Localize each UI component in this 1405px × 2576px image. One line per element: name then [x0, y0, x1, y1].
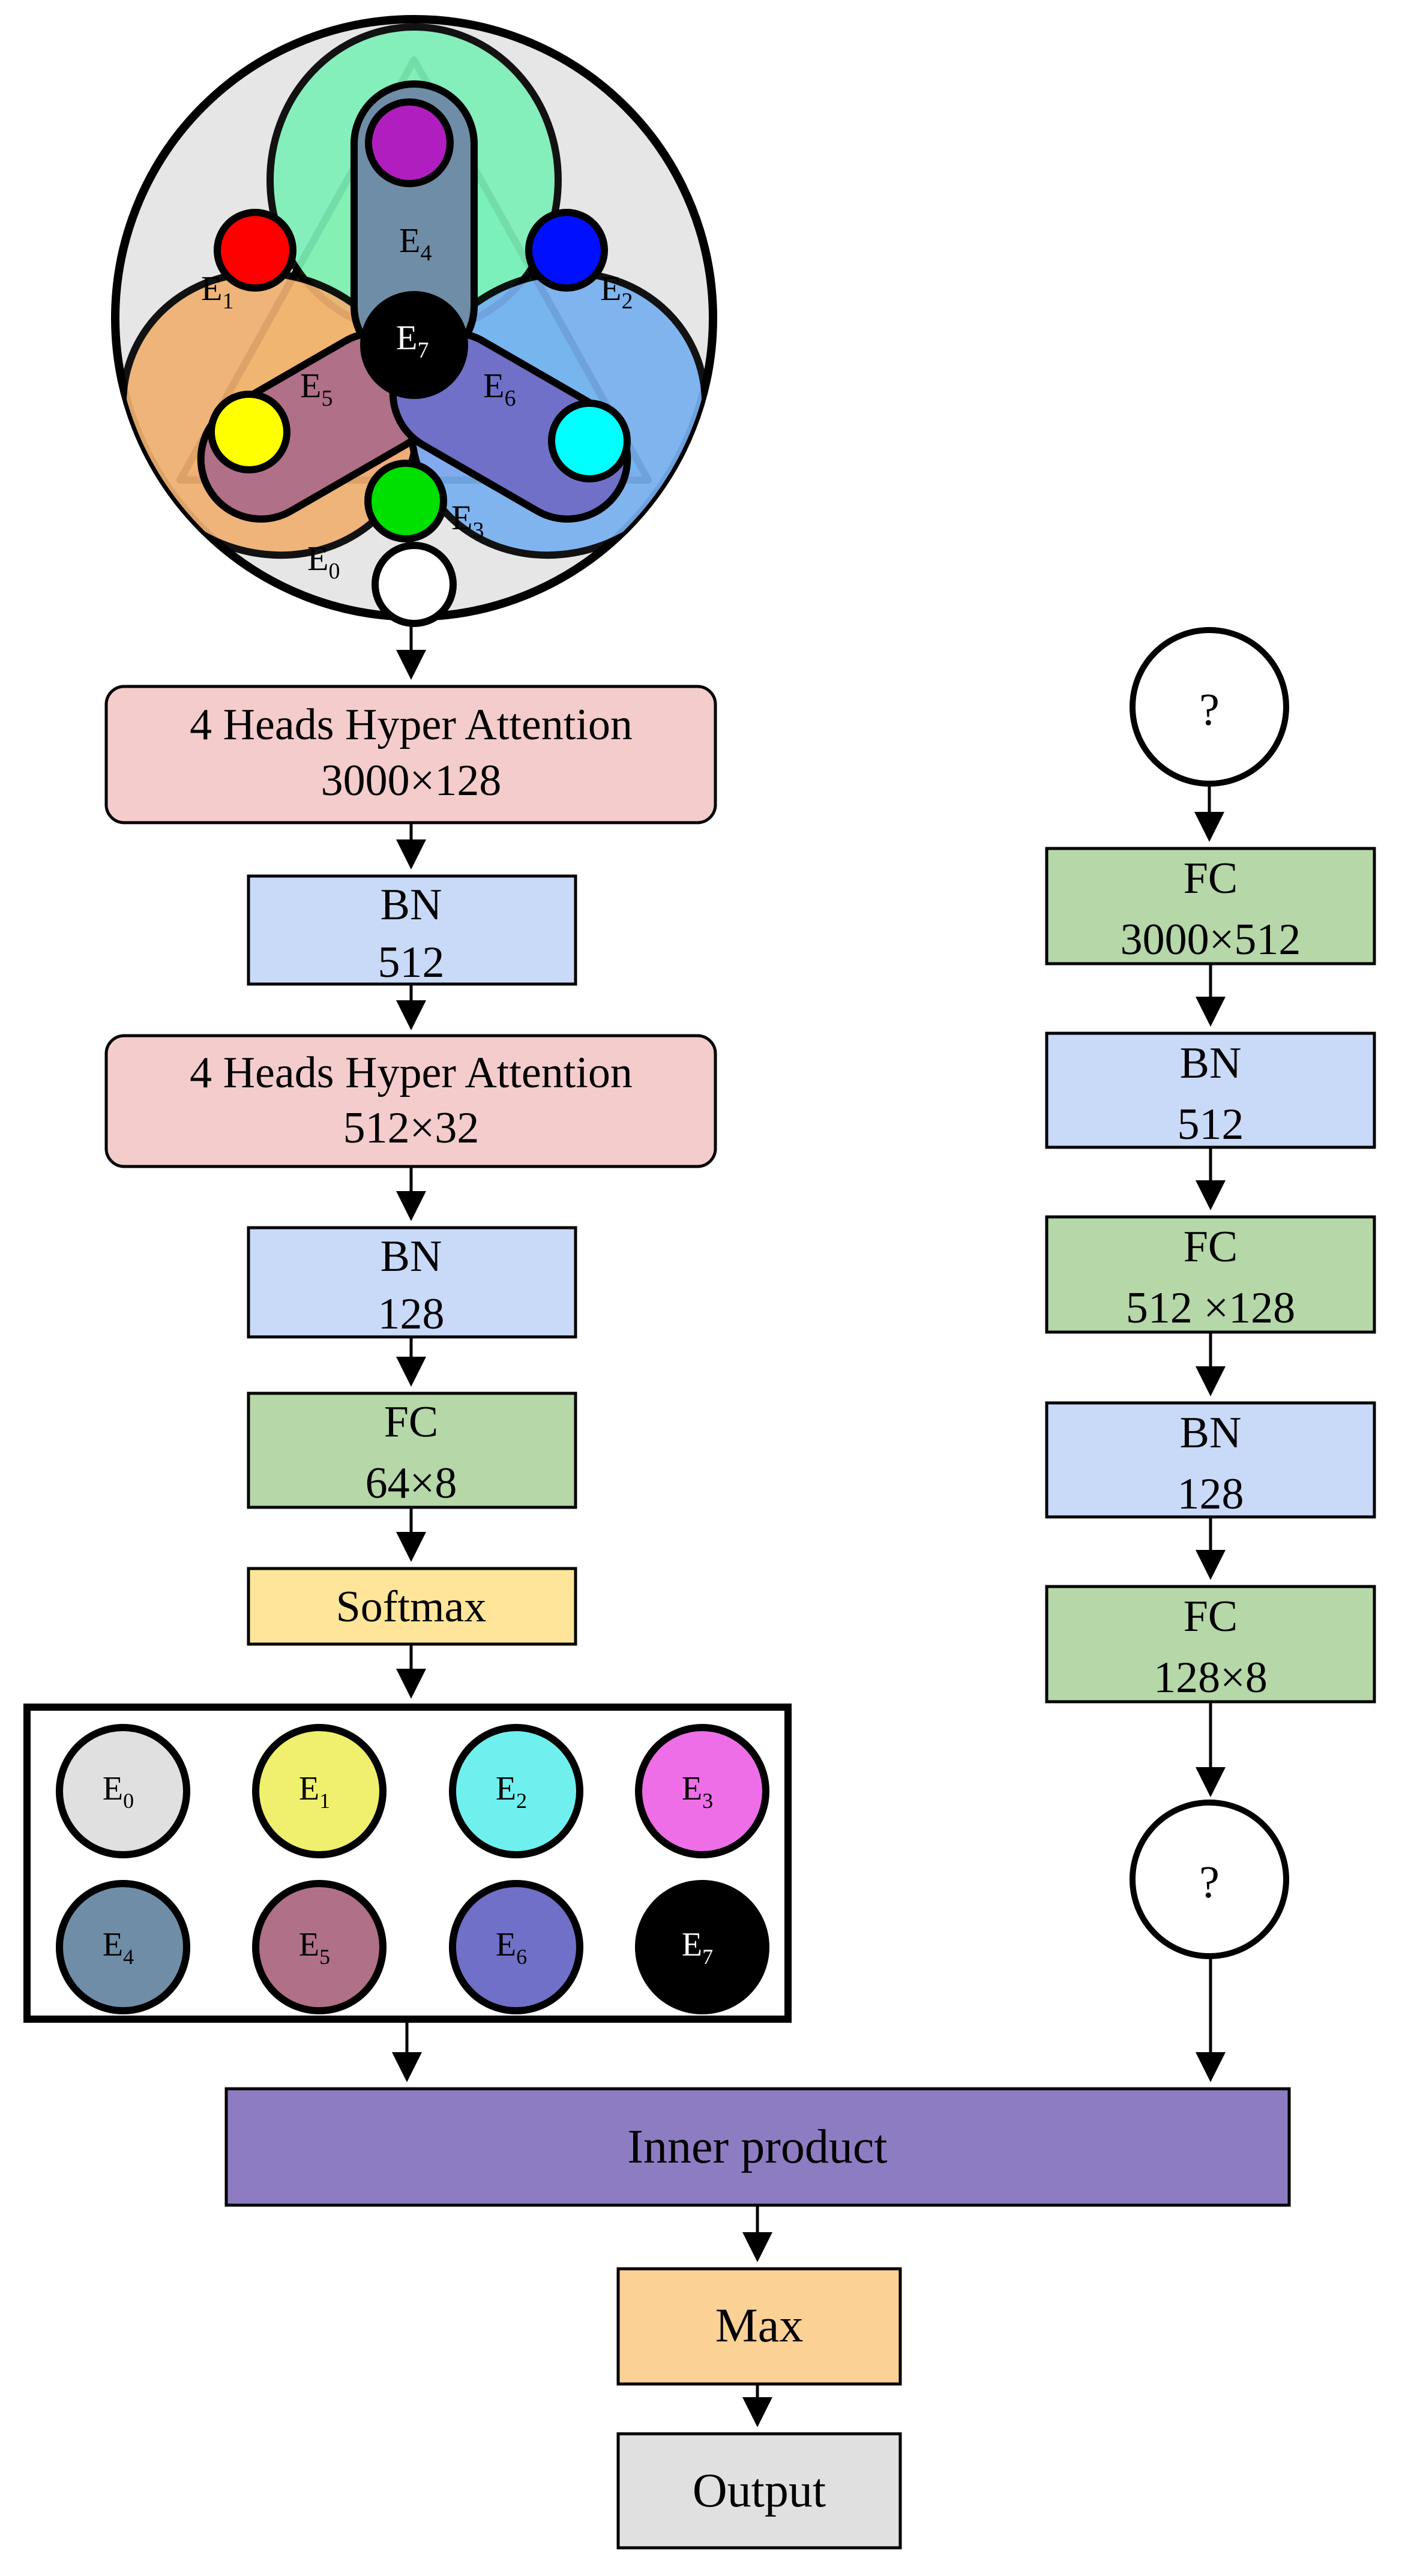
- label-e7: E7: [396, 318, 429, 363]
- vertex-green: [364, 460, 447, 542]
- bn-box-1-title: BN: [381, 880, 442, 929]
- fc-box-right-3: [1045, 1585, 1376, 1704]
- label-e3: E3: [451, 498, 484, 543]
- expert-circle-1: [252, 1724, 387, 1858]
- expert-circle-6: [449, 1880, 583, 2014]
- fc-box-right-2-dims: 512 ×128: [1126, 1283, 1295, 1333]
- hypergraph: E4 E1 E2 E7 E5 E6 E3 E0: [111, 15, 717, 627]
- label-e4: E4: [399, 221, 432, 266]
- fc-box-right-3-dims: 128×8: [1154, 1653, 1268, 1702]
- expert-label-3: E3: [682, 1770, 713, 1813]
- vertex-red: [214, 209, 296, 292]
- attention-box-2-dims: 512×32: [343, 1103, 480, 1153]
- fc-box-left-dims: 64×8: [366, 1459, 457, 1508]
- attention-box-2-title: 4 Heads Hyper Attention: [190, 1048, 633, 1097]
- max-label: Max: [715, 2299, 804, 2352]
- left-branch: 4 Heads Hyper Attention 3000×128 BN 512 …: [23, 624, 792, 2082]
- fc-box-left-title: FC: [384, 1398, 439, 1447]
- fc-box-right-2: [1045, 1215, 1376, 1334]
- bottom-section: Inner product Max Output: [224, 2087, 1291, 2550]
- inner-product-box: [224, 2087, 1291, 2207]
- bn-box-right-1: [1045, 1031, 1376, 1149]
- vertex-white: [372, 542, 457, 627]
- bn-box-right-2-dims: 128: [1178, 1470, 1244, 1519]
- expert-circle-2: [449, 1724, 583, 1858]
- intermediate-node-symbol: ?: [1199, 1857, 1220, 1908]
- inner-product-label: Inner product: [627, 2121, 887, 2173]
- label-e6: E6: [483, 366, 516, 411]
- label-e1: E1: [201, 269, 233, 314]
- output-label: Output: [693, 2464, 826, 2517]
- label-e0: E0: [307, 539, 340, 584]
- fc-box-right-1-dims: 3000×512: [1121, 915, 1301, 964]
- bn-box-right-1-dims: 512: [1178, 1100, 1244, 1149]
- label-e2: E2: [600, 269, 633, 314]
- bn-box-right-1-title: BN: [1180, 1039, 1242, 1088]
- expert-label-0: E0: [103, 1770, 134, 1813]
- expert-circle-7: [635, 1880, 769, 2014]
- attention-box-1-dims: 3000×128: [321, 756, 502, 805]
- expert-label-7: E7: [682, 1926, 713, 1969]
- expert-circle-3: [635, 1724, 769, 1858]
- vertex-yellow: [208, 391, 290, 473]
- softmax-box: [247, 1567, 577, 1646]
- label-e5: E5: [300, 366, 332, 411]
- expert-label-4: E4: [103, 1926, 134, 1969]
- bn-box-right-2: [1045, 1401, 1376, 1519]
- expert-label-1: E1: [299, 1770, 330, 1813]
- expert-label-5: E5: [299, 1926, 330, 1969]
- bn-box-2-dims: 128: [378, 1290, 445, 1339]
- vertex-purple: [365, 98, 454, 187]
- vertex-black-e7: [360, 291, 468, 399]
- expert-label-6: E6: [496, 1926, 527, 1969]
- expert-circle-0: [56, 1724, 190, 1858]
- attention-box-1-title: 4 Heads Hyper Attention: [190, 700, 633, 749]
- bn-box-right-2-title: BN: [1180, 1408, 1242, 1458]
- vertex-cyan: [548, 400, 631, 482]
- fc-box-left: [247, 1392, 577, 1509]
- output-box: [616, 2432, 902, 2550]
- bn-box-2-title: BN: [381, 1232, 442, 1281]
- right-branch: ? FC 3000×512 BN 512 FC 512 ×128 BN 128 …: [1045, 627, 1376, 2082]
- fc-box-right-2-title: FC: [1184, 1222, 1238, 1271]
- vertex-blue: [525, 209, 608, 292]
- input-node-symbol: ?: [1199, 685, 1220, 735]
- expert-label-2: E2: [496, 1770, 527, 1813]
- bn-box-2: [247, 1226, 577, 1339]
- fc-box-right-1-title: FC: [1184, 854, 1238, 903]
- expert-circle-5: [252, 1880, 387, 2014]
- fc-box-right-3-title: FC: [1184, 1592, 1238, 1641]
- max-box: [616, 2267, 902, 2386]
- expert-circle-4: [56, 1880, 190, 2014]
- bn-box-1-dims: 512: [378, 938, 445, 987]
- bn-box-1: [247, 874, 577, 986]
- softmax-label: Softmax: [336, 1582, 487, 1632]
